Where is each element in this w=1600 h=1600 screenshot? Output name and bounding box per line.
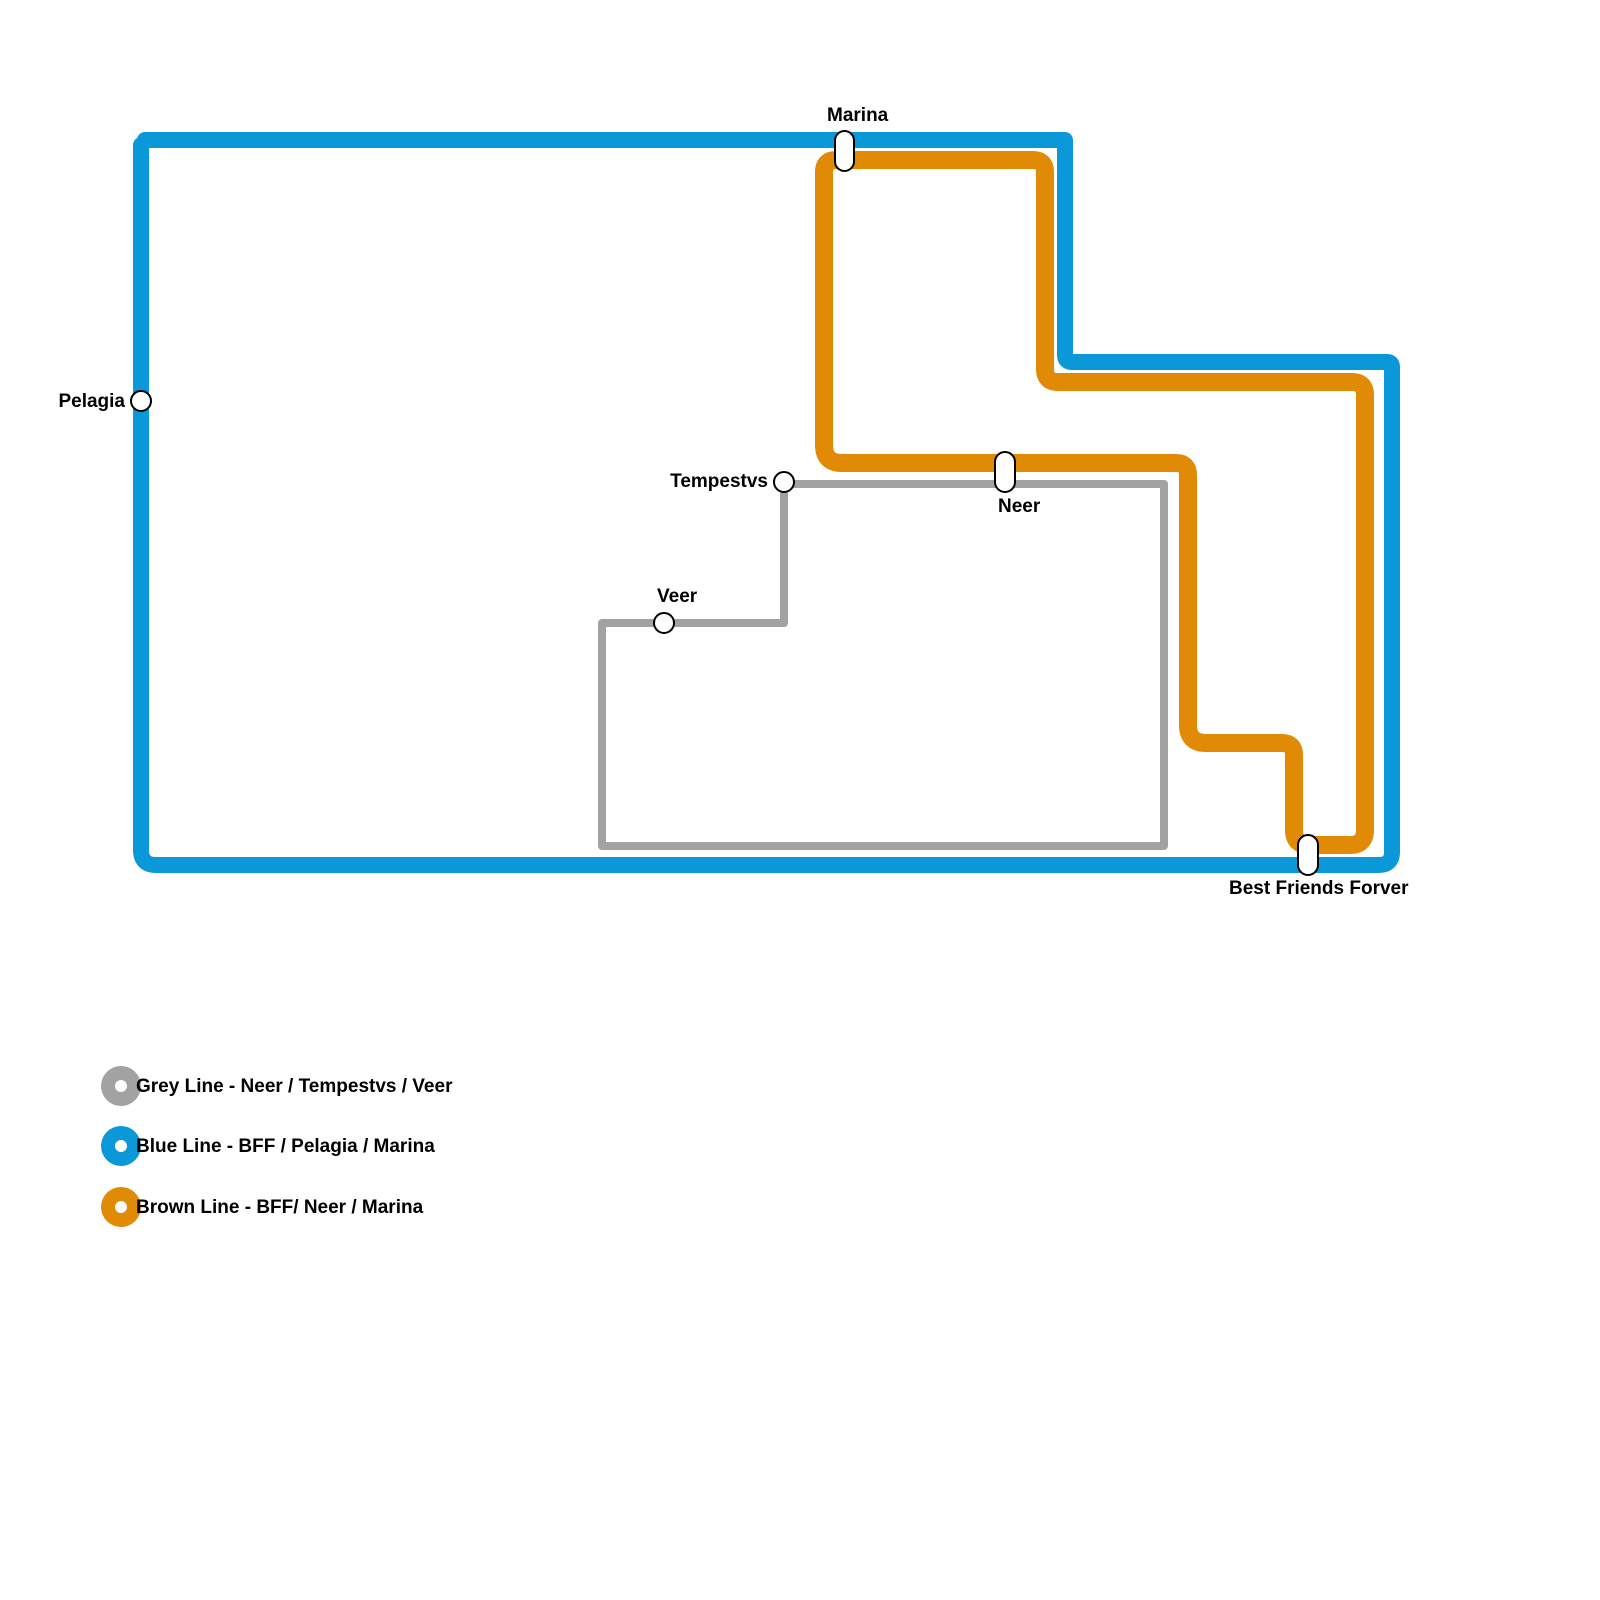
legend-swatch-dot-icon — [115, 1140, 127, 1152]
legend: Grey Line - Neer / Tempestvs / Veer Blue… — [101, 1066, 453, 1227]
grey-line — [598, 480, 1168, 850]
legend-label-blue: Blue Line - BFF / Pelagia / Marina — [136, 1136, 435, 1157]
tempestvs-station-label: Tempestvs — [670, 471, 768, 492]
bff-station-label: Best Friends Forver — [1229, 878, 1409, 899]
pelagia-station-marker[interactable] — [130, 390, 152, 412]
legend-item-brown: Brown Line - BFF/ Neer / Marina — [101, 1187, 424, 1227]
brown-line — [815, 151, 1374, 854]
marina-station-label: Marina — [827, 105, 889, 126]
legend-item-blue: Blue Line - BFF / Pelagia / Marina — [101, 1126, 435, 1166]
veer-station-label: Veer — [657, 586, 698, 607]
neer-station-marker[interactable] — [994, 451, 1016, 493]
blue-line — [133, 132, 1400, 873]
neer-station-label: Neer — [998, 496, 1041, 517]
legend-label-grey: Grey Line - Neer / Tempestvs / Veer — [136, 1076, 453, 1097]
legend-swatch-dot-icon — [115, 1080, 127, 1092]
legend-item-grey: Grey Line - Neer / Tempestvs / Veer — [101, 1066, 453, 1106]
pelagia-station-label: Pelagia — [58, 391, 125, 412]
marina-station-marker[interactable] — [834, 130, 855, 172]
legend-swatch-dot-icon — [115, 1201, 127, 1213]
veer-station-marker[interactable] — [653, 612, 675, 634]
legend-label-brown: Brown Line - BFF/ Neer / Marina — [136, 1197, 424, 1218]
bff-station-marker[interactable] — [1297, 834, 1319, 876]
tempestvs-station-marker[interactable] — [773, 471, 795, 493]
